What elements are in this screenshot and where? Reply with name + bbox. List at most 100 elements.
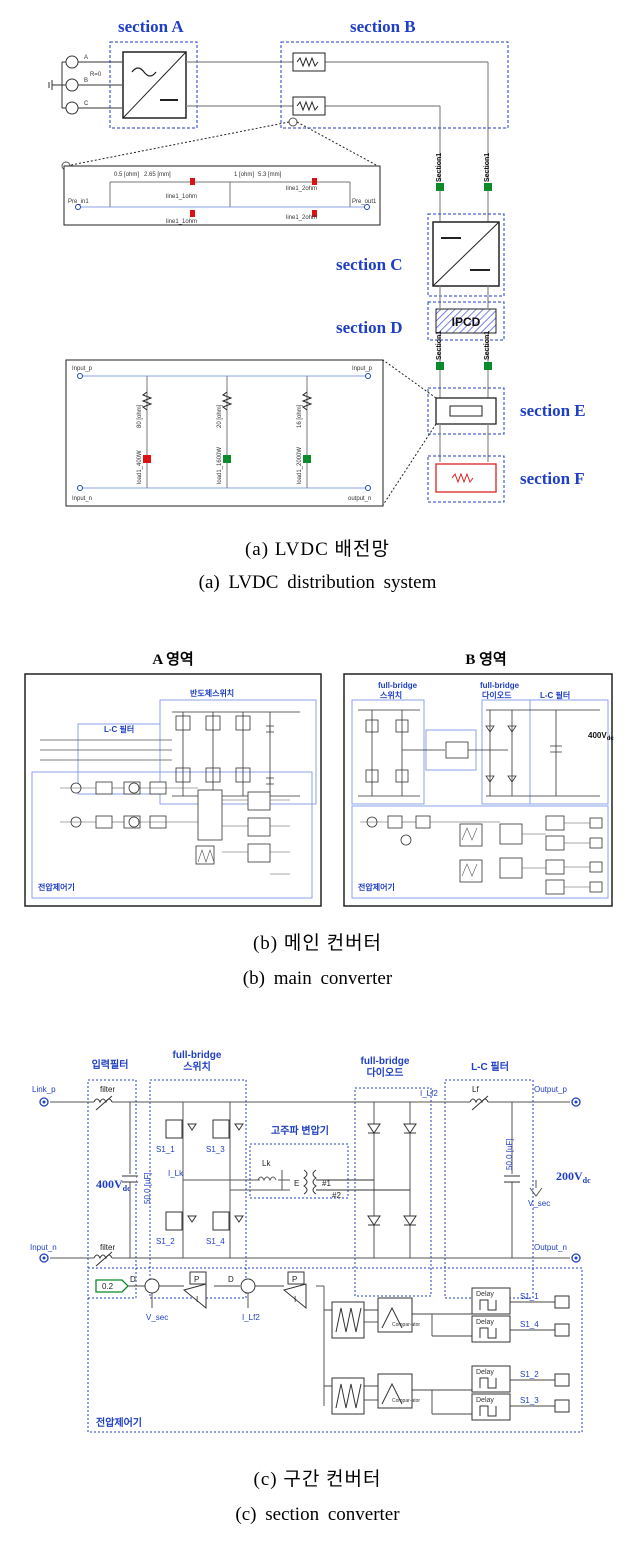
section-e-box — [427, 387, 505, 435]
line-resistor-top — [292, 52, 326, 72]
filter-inductor-bottom — [93, 1251, 113, 1267]
node-green-4 — [484, 362, 492, 370]
switch-s1-2 — [165, 1211, 197, 1231]
terminal-link-p — [39, 1097, 49, 1107]
section-d-box — [427, 301, 505, 341]
v-sec-meter-label: V_sec — [528, 1199, 550, 1208]
phase-b-label: B — [84, 78, 88, 84]
i-lf2-label: I_Lf2 — [420, 1089, 438, 1098]
comparator-2-label: Compar-ator — [392, 1398, 420, 1404]
out-s1-1: S1_1 — [520, 1292, 539, 1301]
line-tag-2: line1_2ohm — [286, 186, 317, 192]
triangle-generator-1 — [331, 1301, 365, 1339]
load-block — [435, 397, 497, 425]
input-n-label: Input_n — [30, 1243, 57, 1252]
phase-c-label: C — [84, 101, 89, 107]
area-a-title: A 영역 — [152, 650, 193, 668]
panel-b-fb-diode-2: 다이오드 — [482, 690, 512, 700]
delay-block-1 — [471, 1287, 511, 1315]
lc-filter-box — [444, 1079, 534, 1299]
n1-label: #1 — [322, 1179, 331, 1188]
scope-1 — [554, 1295, 570, 1309]
ac-dc-converter — [122, 51, 187, 119]
s1-1-label: S1_1 — [156, 1145, 175, 1154]
ipcd-block — [435, 308, 497, 334]
delay-label-1: Delay — [476, 1291, 494, 1298]
panel-a-lc-filter: L-C 필터 — [104, 724, 134, 734]
filter-top-label: filter — [100, 1085, 115, 1094]
caption-c-ko: (c) 구간 컨버터 — [253, 1469, 382, 1490]
transformer — [303, 1169, 410, 1195]
delay-block-3 — [471, 1365, 511, 1393]
area-b-title: B 영역 — [465, 650, 506, 668]
section-f-box — [427, 455, 505, 503]
three-phase-source — [48, 55, 122, 115]
ipcd-label: IPCD — [452, 315, 481, 329]
line-tag-1: line1_1ohm — [166, 194, 197, 200]
terminal-input-n — [39, 1253, 49, 1263]
input-capacitor — [122, 1174, 138, 1183]
d-label-2: D — [228, 1275, 234, 1284]
panel-b-lc-filter: L-C 필터 — [540, 690, 570, 700]
delay-label-2: Delay — [476, 1319, 494, 1326]
fb-diode-label-2: 다이오드 — [367, 1066, 404, 1079]
comparator-1 — [377, 1297, 413, 1333]
section-tag-mid-left: Section1 — [436, 331, 443, 360]
p-label-1: P — [194, 1275, 199, 1284]
panel-b-voltage: 400Vdc — [588, 731, 614, 742]
delay-block-2 — [471, 1315, 511, 1343]
diode-2 — [403, 1123, 417, 1134]
input-filter-label: 입력필터 — [92, 1058, 129, 1071]
out-s1-2: S1_2 — [520, 1370, 539, 1379]
node-green-3 — [436, 362, 444, 370]
switch-s1-3 — [212, 1119, 244, 1139]
d-label-1: D — [130, 1275, 136, 1284]
controller-box — [87, 1267, 583, 1433]
panel-a-voltage-controller: 전압제어기 — [38, 882, 75, 892]
load-r3: 16 [ohm] — [297, 404, 303, 428]
panel-a-semi-switch: 반도체스위치 — [190, 688, 234, 698]
phase-a-label: A — [84, 55, 88, 61]
section-e-label: section E — [520, 401, 586, 420]
s1-2-label: S1_2 — [156, 1237, 175, 1246]
load-input-p-left: Input_p — [72, 366, 93, 372]
load-input-p-right: Input_p — [352, 366, 373, 372]
comparator-1-label: Compar-ator — [392, 1322, 420, 1328]
scope-3 — [554, 1373, 570, 1387]
figure-a-diagram: section A section B A B C R=0 — [48, 17, 586, 507]
scope-2 — [554, 1323, 570, 1337]
section-tag-top-right: Section1 — [484, 153, 491, 182]
triangle-generator-2 — [331, 1377, 365, 1415]
resistor-red-block — [435, 463, 497, 493]
fb-switch-box — [149, 1079, 247, 1299]
load-l2: load1_1600W — [217, 447, 223, 484]
dc-dc-converter — [432, 221, 500, 287]
lf-label: Lf — [472, 1085, 479, 1094]
section-c-label: section C — [336, 255, 403, 274]
section-b-box — [280, 41, 509, 129]
load-r1: 80 [ohm] — [137, 404, 143, 428]
terminal-output-p — [571, 1097, 581, 1107]
svg-text:Section1: Section1 — [484, 153, 491, 182]
out-s1-3: S1_3 — [520, 1396, 539, 1405]
v400-label: 400Vdc — [96, 1177, 131, 1193]
svg-text:Section1: Section1 — [484, 331, 491, 360]
v200-label: 200Vdc — [556, 1169, 591, 1185]
caption-b-en: (b) main converter — [242, 968, 393, 989]
filter-inductor-top — [93, 1095, 113, 1111]
delay-block-4 — [471, 1393, 511, 1421]
node-green-1 — [436, 183, 444, 191]
s1-3-label: S1_3 — [206, 1145, 225, 1154]
lc-filter-label: L-C 필터 — [471, 1060, 509, 1073]
i-lf2-fb-label: I_Lf2 — [242, 1313, 260, 1322]
diode-4 — [403, 1215, 417, 1226]
svg-text:Section1: Section1 — [436, 331, 443, 360]
section-b-label: section B — [350, 17, 416, 36]
comparator-2 — [377, 1373, 413, 1409]
load-r2: 20 [ohm] — [217, 404, 223, 428]
s1-4-label: S1_4 — [206, 1237, 225, 1246]
line-param-1: 0.5 [ohm] — [114, 172, 139, 178]
cap2-label: 50.0 [uF] — [505, 1138, 514, 1170]
hf-transformer-box — [249, 1143, 349, 1199]
line-param-2: 2.65 [mm] — [144, 172, 171, 178]
